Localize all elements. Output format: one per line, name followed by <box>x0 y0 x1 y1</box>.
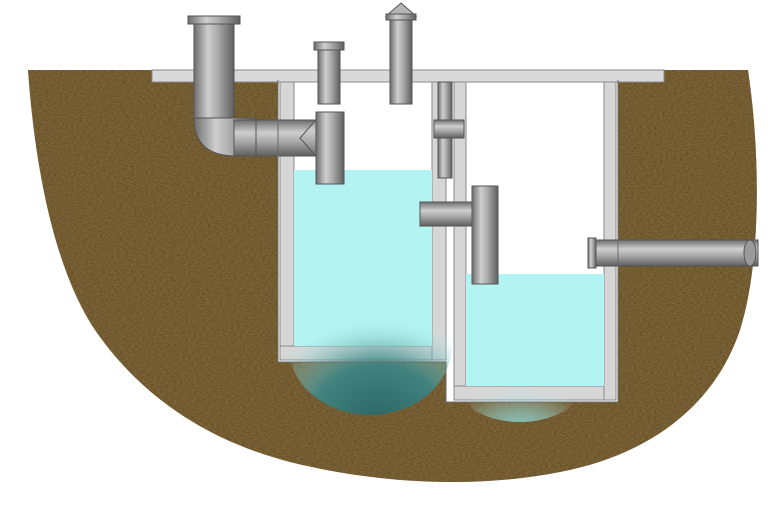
outlet-pipe <box>587 237 759 269</box>
inlet-pipe <box>187 15 319 157</box>
wall-fitting <box>433 81 465 179</box>
vent-cap <box>384 2 418 105</box>
pit-outline <box>277 80 619 403</box>
vent-pipe <box>313 41 345 105</box>
overflow-tee <box>419 185 499 285</box>
chamber-1-sludge <box>288 275 452 415</box>
chamber-2-sludge <box>460 354 580 422</box>
inlet-tee <box>299 111 345 185</box>
